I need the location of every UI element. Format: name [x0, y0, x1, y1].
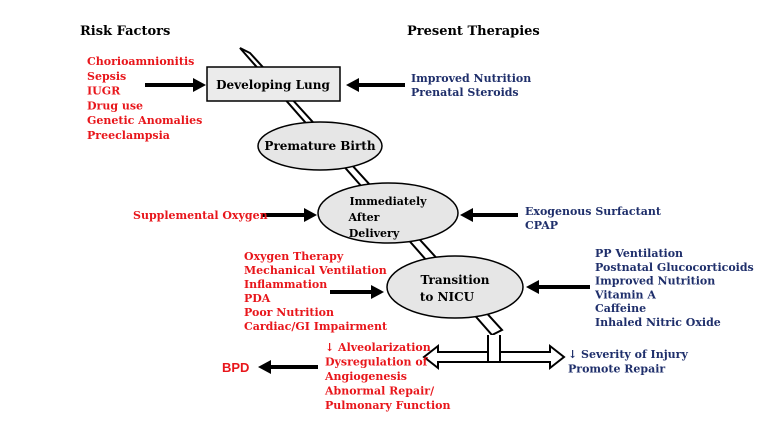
risk-item-dl-0: Chorioamnionitis: [87, 55, 194, 68]
risk-item-tr-2: Inflammation: [244, 278, 327, 291]
risk-item-dl-3: Drug use: [87, 99, 143, 112]
therapy-item-tr-1: Postnatal Glucocorticoids: [595, 261, 754, 274]
outcome-right-item-0: ↓ Severity of Injury: [568, 348, 688, 361]
risk-item-tr-0: Oxygen Therapy: [244, 250, 344, 263]
risk-item-dl-2: IUGR: [87, 85, 121, 98]
outcome-left-item-1: Dysregulation of: [325, 356, 429, 369]
present-therapies-header: Present Therapies: [407, 24, 540, 39]
transition-node: Transition to NICU: [386, 255, 524, 319]
risk-item-tr-3: PDA: [244, 292, 271, 305]
risk-arrow-after-delivery: [262, 208, 317, 222]
after-delivery-label-1: Immediately: [349, 195, 427, 208]
outcome-branch: [422, 335, 566, 371]
arrows: [145, 78, 590, 374]
risk-item-ad-0: Supplemental Oxygen: [133, 209, 268, 222]
therapy-arrow-after-delivery: [460, 208, 518, 222]
bpd-label: BPD: [222, 360, 249, 375]
therapy-arrow-transition: [526, 280, 590, 294]
risk-item-tr-1: Mechanical Ventilation: [244, 264, 387, 277]
developing-lung-node: Developing Lung: [206, 66, 341, 102]
outcome-left-item-4: Pulmonary Function: [325, 399, 450, 412]
outcome-left-item-3: Abnormal Repair/: [324, 385, 435, 398]
therapy-item-tr-2: Improved Nutrition: [595, 275, 715, 288]
after-delivery-label-2: After: [348, 211, 380, 224]
outcome-left-item-0: ↓ Alveolarization: [325, 341, 431, 354]
transition-label-1: Transition: [420, 273, 489, 287]
risk-list-after-delivery: Supplemental Oxygen: [133, 209, 268, 222]
developing-lung-label: Developing Lung: [216, 78, 330, 92]
therapy-item-ad-1: CPAP: [525, 219, 558, 232]
transition-label-2: to NICU: [420, 290, 475, 304]
therapy-item-dl-0: Improved Nutrition: [411, 72, 531, 85]
outcome-right-item-1: Promote Repair: [568, 363, 665, 376]
therapy-item-tr-3: Vitamin A: [594, 288, 656, 301]
outcome-left-item-2: Angiogenesis: [324, 370, 407, 383]
therapy-arrow-developing-lung: [346, 78, 405, 92]
after-delivery-node: Immediately After Delivery: [317, 182, 459, 244]
premature-birth-label: Premature Birth: [264, 139, 375, 153]
risk-arrow-transition: [330, 285, 384, 299]
therapy-item-tr-0: PP Ventilation: [595, 247, 683, 260]
risk-item-dl-5: Preeclampsia: [87, 129, 170, 142]
therapy-item-dl-1: Prenatal Steroids: [411, 86, 519, 99]
after-delivery-label-3: Delivery: [349, 227, 400, 240]
premature-birth-node: Premature Birth: [257, 121, 383, 171]
risk-item-tr-5: Cardiac/GI Impairment: [244, 320, 388, 333]
therapy-item-ad-0: Exogenous Surfactant: [525, 205, 662, 218]
therapy-item-tr-4: Caffeine: [595, 302, 646, 315]
risk-arrow-developing-lung: [145, 78, 206, 92]
risk-item-tr-4: Poor Nutrition: [244, 306, 334, 319]
risk-factors-header: Risk Factors: [80, 24, 170, 39]
risk-item-dl-1: Sepsis: [87, 70, 126, 83]
risk-item-dl-4: Genetic Anomalies: [87, 114, 202, 127]
therapy-item-tr-5: Inhaled Nitric Oxide: [595, 316, 721, 329]
bpd-arrow: [258, 360, 318, 374]
